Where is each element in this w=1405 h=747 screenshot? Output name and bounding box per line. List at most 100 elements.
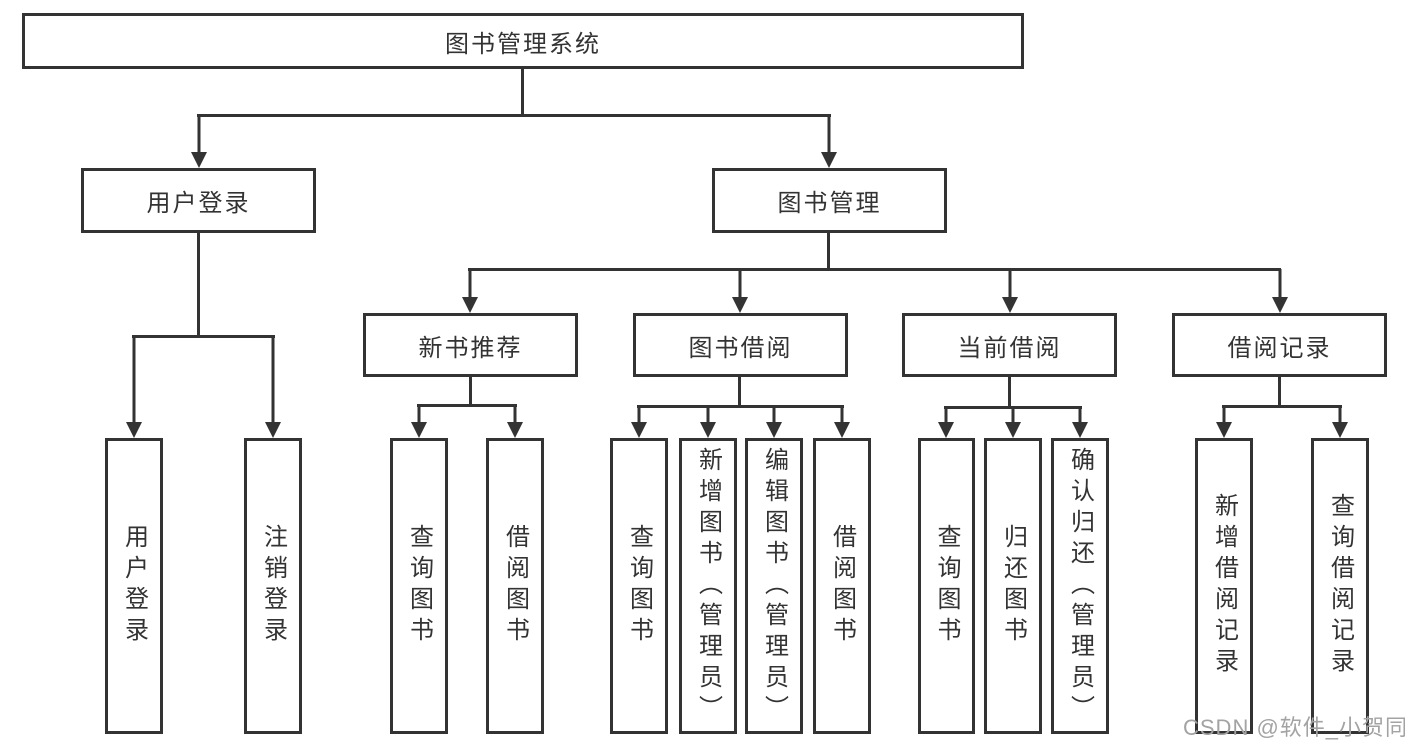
arrow-stem xyxy=(840,406,844,427)
leaf-return-books-label: 归还图书 xyxy=(999,524,1027,648)
node-borrowing-records: 借阅记录 xyxy=(1172,313,1387,377)
connector-rail-user-login xyxy=(132,335,275,338)
leaf-query-borrow-record-label: 查询借阅记录 xyxy=(1326,493,1354,679)
connector-stem-root xyxy=(521,69,524,117)
connector-stem-user-login xyxy=(197,232,200,338)
leaf-query-books-borrowing: 查询图书 xyxy=(610,438,668,734)
arrow-to-leaf-borrow-books-recommend xyxy=(507,405,523,438)
arrow-to-leaf-add-book-admin xyxy=(700,406,716,438)
arrow-stem xyxy=(468,269,472,302)
node-user-login-label: 用户登录 xyxy=(146,190,251,217)
leaf-logout: 注销登录 xyxy=(244,438,302,734)
arrow-stem xyxy=(1078,407,1082,427)
arrowhead-icon xyxy=(1332,422,1348,438)
arrow-to-leaf-query-borrow-record xyxy=(1332,406,1348,438)
connector-rail-book-borrowing xyxy=(637,405,844,408)
arrow-stem xyxy=(772,406,776,427)
arrow-stem xyxy=(271,336,275,427)
node-new-book-recommend: 新书推荐 xyxy=(363,313,578,377)
leaf-confirm-return-admin: 确认归还（管理员） xyxy=(1051,438,1109,734)
leaf-user-login: 用户登录 xyxy=(105,438,163,734)
arrow-to-new-book-recommend xyxy=(462,269,478,313)
connector-stem-book-management xyxy=(827,233,830,271)
node-current-borrowing-label: 当前借阅 xyxy=(957,334,1062,362)
arrowhead-icon xyxy=(821,152,837,168)
arrow-to-leaf-confirm-return-admin xyxy=(1072,407,1088,438)
node-root-label: 图书管理系统 xyxy=(445,30,601,58)
arrow-to-leaf-logout xyxy=(265,336,281,438)
node-book-management: 图书管理 xyxy=(712,168,947,233)
arrow-to-user-login xyxy=(191,115,207,168)
arrow-to-borrowing-records xyxy=(1272,269,1288,313)
arrow-to-leaf-query-books-borrowing xyxy=(631,406,647,438)
node-new-book-recommend-label: 新书推荐 xyxy=(418,334,523,362)
leaf-edit-book-admin-label: 编辑图书（管理员） xyxy=(760,446,788,726)
node-borrowing-records-label: 借阅记录 xyxy=(1227,334,1332,362)
leaf-borrow-books-borrowing-label: 借阅图书 xyxy=(828,524,856,648)
node-user-login: 用户登录 xyxy=(81,168,316,233)
arrow-stem xyxy=(1011,407,1015,427)
connector-rail-borrowing-records xyxy=(1222,405,1342,408)
node-book-management-label: 图书管理 xyxy=(777,190,882,217)
arrow-stem xyxy=(513,405,517,427)
leaf-add-borrow-record: 新增借阅记录 xyxy=(1195,438,1253,734)
arrow-stem xyxy=(1338,406,1342,427)
arrow-stem xyxy=(944,407,948,427)
node-book-borrowing: 图书借阅 xyxy=(633,313,848,377)
node-root: 图书管理系统 xyxy=(22,13,1024,69)
leaf-add-book-admin-label: 新增图书（管理员） xyxy=(694,446,722,726)
arrowhead-icon xyxy=(766,422,782,438)
leaf-borrow-books-recommend-label: 借阅图书 xyxy=(501,524,529,648)
arrow-stem xyxy=(132,336,136,427)
arrowhead-icon xyxy=(462,297,478,313)
arrowhead-icon xyxy=(732,297,748,313)
leaf-logout-label: 注销登录 xyxy=(259,524,287,648)
connector-rail-new-book-recommend xyxy=(417,404,517,407)
arrowhead-icon xyxy=(507,422,523,438)
arrowhead-icon xyxy=(631,422,647,438)
arrowhead-icon xyxy=(834,422,850,438)
node-book-borrowing-label: 图书借阅 xyxy=(688,334,793,362)
connector-rail-book-management xyxy=(468,268,1281,271)
arrowhead-icon xyxy=(1272,297,1288,313)
arrow-stem xyxy=(827,115,831,157)
leaf-add-book-admin: 新增图书（管理员） xyxy=(679,438,737,734)
leaf-borrow-books-borrowing: 借阅图书 xyxy=(813,438,871,734)
arrow-to-leaf-return-books xyxy=(1005,407,1021,438)
arrow-stem xyxy=(706,406,710,427)
leaf-confirm-return-admin-label: 确认归还（管理员） xyxy=(1066,446,1094,726)
leaf-query-books-current-label: 查询图书 xyxy=(933,524,960,648)
arrowhead-icon xyxy=(1072,422,1088,438)
arrow-stem xyxy=(1222,406,1226,427)
arrow-stem xyxy=(738,269,742,302)
connector-stem-current-borrowing xyxy=(1008,377,1011,409)
node-current-borrowing: 当前借阅 xyxy=(902,313,1117,377)
arrow-stem xyxy=(417,405,421,427)
arrow-to-leaf-borrow-books-borrowing xyxy=(834,406,850,438)
connector-stem-new-book-recommend xyxy=(469,377,472,407)
leaf-query-books-recommend: 查询图书 xyxy=(390,438,448,734)
leaf-edit-book-admin: 编辑图书（管理员） xyxy=(745,438,803,734)
arrow-stem xyxy=(637,406,641,427)
arrowhead-icon xyxy=(938,422,954,438)
arrow-stem xyxy=(1278,269,1282,302)
connector-rail-root xyxy=(197,114,831,117)
arrowhead-icon xyxy=(700,422,716,438)
arrow-stem xyxy=(197,115,201,157)
arrow-to-leaf-query-books-current xyxy=(938,407,954,438)
connector-stem-book-borrowing xyxy=(738,377,741,408)
csdn-watermark: CSDN @软件_小贺同学 xyxy=(1183,715,1405,740)
arrow-to-book-borrowing xyxy=(732,269,748,313)
leaf-borrow-books-recommend: 借阅图书 xyxy=(486,438,544,734)
arrowhead-icon xyxy=(191,152,207,168)
arrowhead-icon xyxy=(411,422,427,438)
arrowhead-icon xyxy=(1216,422,1232,438)
leaf-query-borrow-record: 查询借阅记录 xyxy=(1311,438,1369,734)
arrow-to-book-management xyxy=(821,115,837,168)
arrow-to-leaf-edit-book-admin xyxy=(766,406,782,438)
connector-stem-borrowing-records xyxy=(1278,377,1281,408)
arrowhead-icon xyxy=(126,422,142,438)
arrow-to-leaf-query-books-recommend xyxy=(411,405,427,438)
leaf-add-borrow-record-label: 新增借阅记录 xyxy=(1210,493,1238,679)
